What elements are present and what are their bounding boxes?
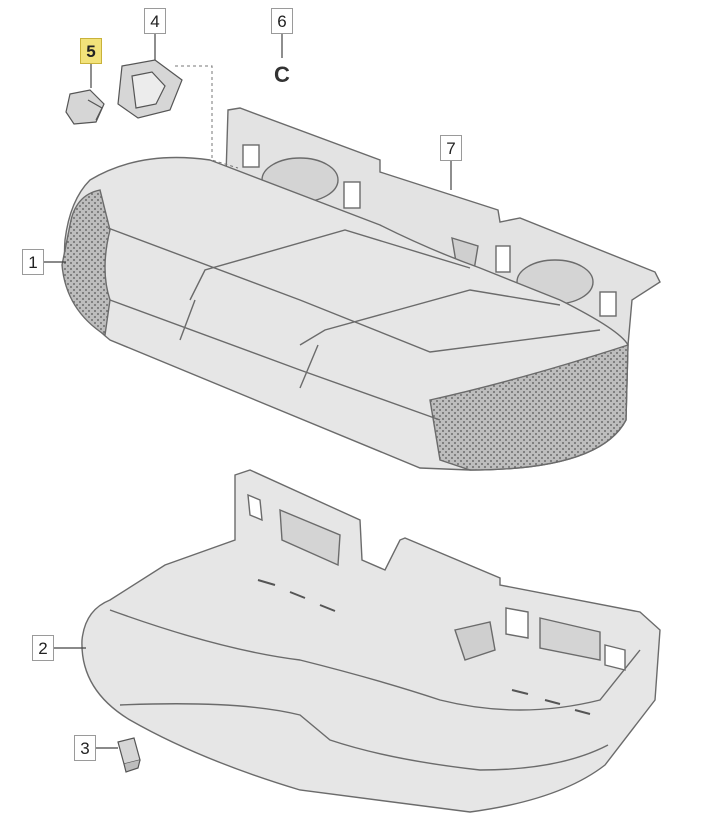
seat-shell-part-2[interactable]: [81, 469, 661, 813]
callout-4[interactable]: 4: [144, 8, 166, 34]
callout-2[interactable]: 2: [32, 635, 54, 661]
callout-5[interactable]: 5: [80, 38, 102, 64]
clip-symbol-part-6: C: [274, 62, 290, 87]
callout-3[interactable]: 3: [74, 735, 96, 761]
clip-part-5[interactable]: [65, 89, 105, 125]
assembly-dashed-line: [175, 65, 239, 169]
bracket-part-4[interactable]: [117, 59, 183, 119]
seat-cushion-part-1[interactable]: [61, 156, 629, 471]
leader-lines: [44, 34, 452, 749]
callout-6[interactable]: 6: [271, 8, 293, 34]
callout-7[interactable]: 7: [440, 135, 462, 161]
clip-part-3[interactable]: [117, 737, 141, 773]
callout-1[interactable]: 1: [22, 249, 44, 275]
